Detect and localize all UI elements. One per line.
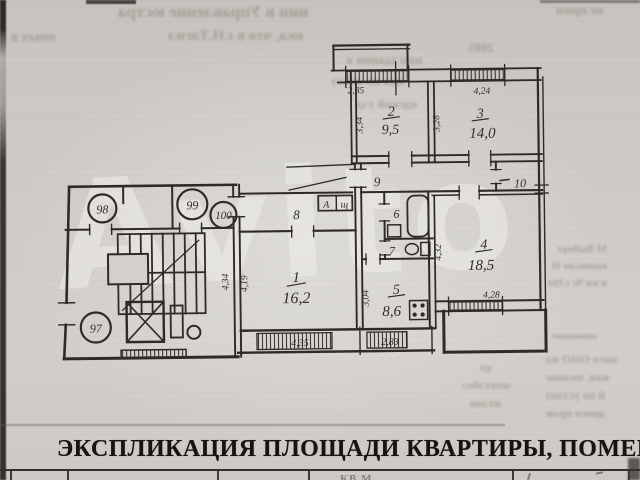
balcony-top [332, 43, 411, 72]
sink-icon [386, 224, 402, 238]
page-top-smudge-right [540, 0, 640, 3]
table-divider [217, 471, 219, 480]
elevator-icon [125, 300, 166, 344]
kitchen-hall-walls [349, 162, 435, 331]
room-number: 5 [393, 283, 400, 298]
table-divider [308, 471, 310, 480]
closet-box [317, 194, 354, 212]
garbage-chute-icon [186, 324, 202, 340]
stove-icon [408, 299, 429, 321]
room-area: 8,6 [382, 304, 401, 320]
room4-bottom-loggia [434, 295, 548, 354]
room-number: 6 [393, 207, 399, 221]
dim-kitchen-bottom: 2,83 [381, 337, 399, 348]
room-number: 4 [480, 238, 487, 253]
room4-left-wall-2 [433, 194, 437, 330]
room-number: 10 [514, 176, 526, 190]
bleedthrough-rule [0, 424, 505, 426]
closet-mark: щ [340, 199, 348, 210]
page-top-smudge [86, 0, 136, 4]
apartment-number: 99 [186, 198, 198, 212]
dim-room1-bottom: 4,35 [291, 338, 309, 349]
room-number: 3 [476, 107, 484, 122]
corridor-8-walls [238, 163, 357, 238]
page-left-shadow [0, 0, 6, 480]
plan-labels: 1 16,2 2 9,5 3 14,0 4 18,5 5 8,6 [240, 86, 526, 349]
apartment-number-circles [79, 188, 238, 344]
room-number: 8 [293, 207, 300, 222]
elevator-counterweight-icon [169, 304, 184, 339]
bathtub-icon [406, 194, 430, 238]
dim-room4-bottom: 4,28 [483, 291, 500, 301]
corridor-9-walls [360, 160, 544, 200]
rooms-2-3-walls [349, 69, 543, 168]
bottom-wall-windows [236, 325, 436, 357]
room-area: 14,0 [469, 126, 496, 142]
apartment-number: 98 [96, 202, 108, 216]
dim-kitchen-left: 3,04 [361, 290, 371, 308]
toilet-icon [404, 241, 431, 257]
table-header-fragment: КВ.М [340, 473, 373, 480]
room-number: 2 [388, 105, 395, 120]
room-number: 1 [292, 270, 300, 286]
dim-room3-left: 3,28 [432, 115, 442, 133]
apartment-number: 97 [90, 321, 103, 335]
dim-stair-right: 4,34 [221, 273, 231, 290]
table-divider [512, 471, 514, 480]
dim-room3-top: 4,24 [474, 87, 491, 97]
apartment-number: 100 [215, 210, 232, 222]
dim-room4-left: 4,32 [434, 244, 444, 261]
closet-mark: А [322, 200, 330, 211]
room-area: 9,5 [382, 123, 400, 138]
table-divider [628, 471, 630, 480]
stairwell-block: 98 99 100 97 4,34 [57, 183, 246, 361]
room-number: 9 [374, 174, 381, 189]
room4-left-wall [427, 190, 431, 330]
table-divider [10, 471, 12, 480]
room-number: 7 [389, 244, 396, 258]
table-divider [67, 471, 69, 480]
table-top-border [0, 469, 640, 471]
dim-balcony-top: 2,85 [348, 86, 365, 96]
dim-room2-left: 3,34 [355, 117, 365, 135]
top-wall-windows [330, 61, 542, 96]
explication-caption: ЭКСПЛИКАЦИЯ ПЛОЩАДИ КВАРТИРЫ, ПОМЕЩЕНИЯ [57, 436, 640, 462]
bathroom-block [378, 190, 434, 260]
room-area: 18,5 [468, 258, 495, 274]
dim-room1-left: 4,19 [240, 275, 250, 292]
room-area: 16,2 [282, 290, 310, 307]
